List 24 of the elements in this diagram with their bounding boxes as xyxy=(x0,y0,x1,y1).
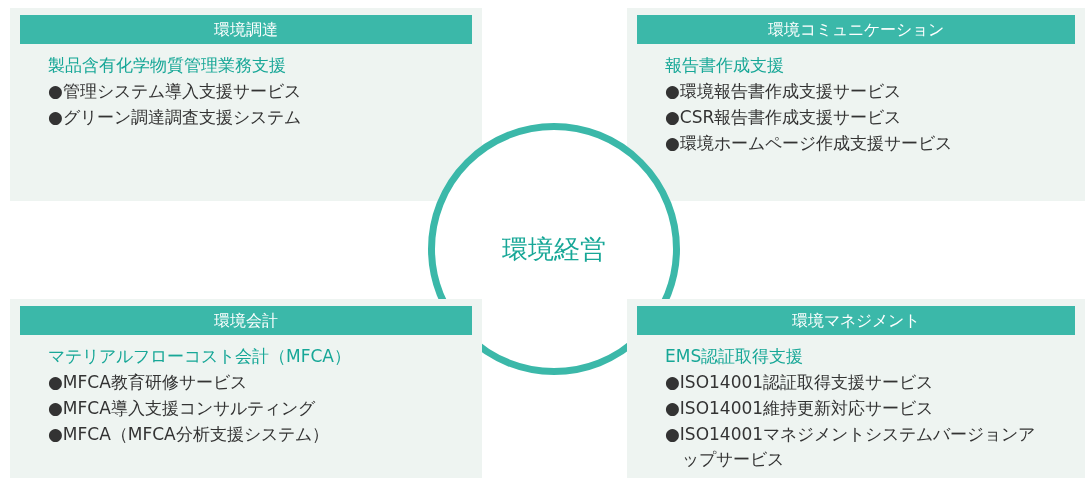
service-item: ●MFCA導入支援コンサルティング xyxy=(48,397,316,420)
service-item: ●CSR報告書作成支援サービス xyxy=(665,106,903,129)
service-panel xyxy=(10,8,482,201)
service-panel xyxy=(627,299,1085,478)
service-item: ●MFCA教育研修サービス xyxy=(48,371,248,394)
section-heading: 製品含有化学物質管理業務支援 xyxy=(48,54,286,77)
service-panel xyxy=(627,8,1085,201)
service-item: ●ISO14001マネジメントシステムバージョンアップサービス xyxy=(665,423,1037,471)
service-item: ●ISO14001維持更新対応サービス xyxy=(665,397,935,420)
header-band: 環境マネジメント xyxy=(637,306,1075,335)
service-item: ●グリーン調達調査支援システム xyxy=(48,106,302,129)
section-heading: マテリアルフローコスト会計（MFCA） xyxy=(48,345,351,368)
service-item: ●MFCA（MFCA分析支援システム） xyxy=(48,423,330,446)
section-heading: 報告書作成支援 xyxy=(665,54,784,77)
service-item: ●管理システム導入支援サービス xyxy=(48,80,302,103)
service-item: ●環境報告書作成支援サービス xyxy=(665,80,902,103)
header-band: 環境調達 xyxy=(20,15,472,44)
service-item: ●環境ホームページ作成支援サービス xyxy=(665,132,953,155)
header-band: 環境コミュニケーション xyxy=(637,15,1075,44)
service-panel xyxy=(10,299,482,478)
section-heading: EMS認証取得支援 xyxy=(665,345,804,368)
circle-label: 環境経営 xyxy=(502,232,606,266)
header-band: 環境会計 xyxy=(20,306,472,335)
service-item: ●ISO14001認証取得支援サービス xyxy=(665,371,935,394)
